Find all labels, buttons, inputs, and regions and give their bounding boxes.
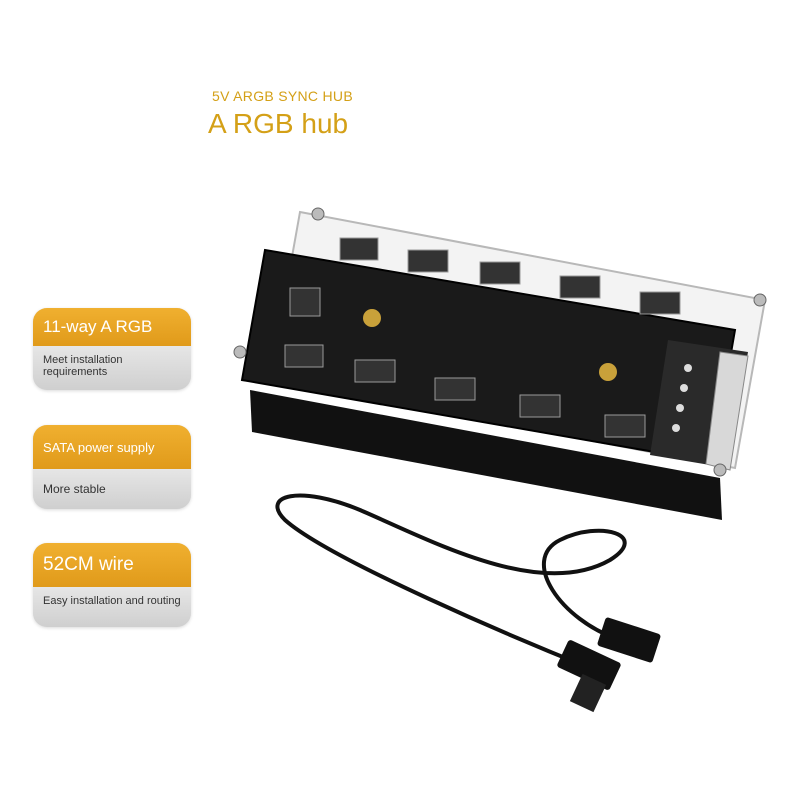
- feature-card-power: SATA power supply More stable: [33, 425, 191, 509]
- hub-board: [233, 207, 767, 520]
- feature-card-channels: 11-way A RGB Meet installation requireme…: [33, 308, 191, 390]
- feature-description: More stable: [33, 469, 191, 509]
- argb-hub-product-image: [233, 207, 767, 713]
- feature-title: SATA power supply: [33, 425, 191, 469]
- feature-card-wire: 52CM wire Easy installation and routing: [33, 543, 191, 627]
- feature-title: 11-way A RGB: [33, 308, 191, 346]
- argb-connectors: [557, 617, 661, 713]
- argb-cable: [275, 493, 627, 670]
- feature-description: Easy installation and routing: [33, 587, 191, 627]
- feature-description: Meet installation requirements: [33, 346, 191, 390]
- product-subtitle: 5V ARGB SYNC HUB: [212, 88, 353, 104]
- product-title: A RGB hub: [208, 108, 349, 139]
- feature-title: 52CM wire: [33, 543, 191, 587]
